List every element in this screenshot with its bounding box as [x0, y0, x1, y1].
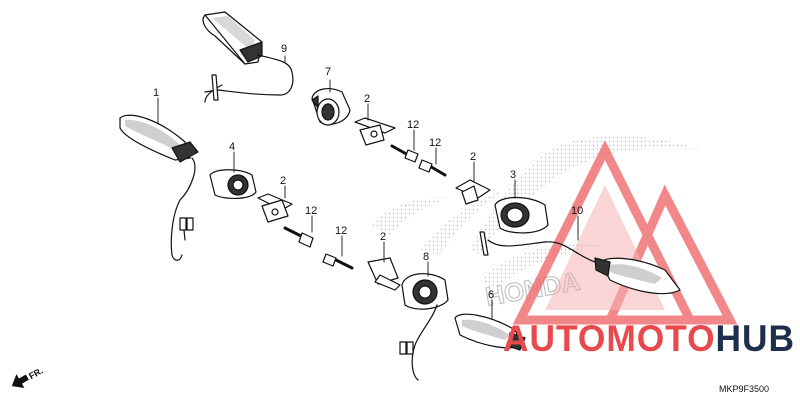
socket-8 — [399, 273, 449, 381]
label-part-1: 1 — [153, 87, 159, 99]
label-part-12a: 12 — [407, 119, 419, 131]
screw-12-d — [322, 253, 354, 270]
label-part-8: 8 — [423, 251, 429, 263]
socket-3 — [494, 196, 549, 234]
watermark-hub: HUB — [716, 318, 795, 359]
label-part-12d: 12 — [335, 225, 347, 237]
leader-lines — [157, 55, 579, 319]
socket-7 — [311, 88, 351, 126]
label-part-2b: 2 — [470, 151, 476, 163]
turn-signal-6 — [454, 313, 526, 351]
front-direction-marker: FR. — [11, 365, 45, 389]
turn-signal-1 — [119, 114, 199, 261]
direction-label: FR. — [27, 365, 45, 381]
label-part-12c: 12 — [305, 205, 317, 217]
watermark-moto: MOTO — [606, 318, 715, 359]
label-part-2d: 2 — [380, 231, 386, 243]
screw-12-b — [418, 159, 447, 177]
watermark-text: AUTOMOTOHUB — [503, 318, 795, 359]
label-part-3: 3 — [510, 169, 516, 181]
bracket-bolt-2-a — [354, 117, 396, 146]
svg-text:AUTOMOTOHUB: AUTOMOTOHUB — [503, 318, 795, 359]
label-part-9: 9 — [281, 43, 287, 55]
diagram-code: MKP9F3500 — [719, 384, 769, 394]
bracket-bolt-2-c — [257, 193, 293, 223]
screw-12-a — [390, 144, 419, 163]
label-part-7: 7 — [325, 66, 331, 78]
watermark-auto: AUTO — [503, 318, 606, 359]
socket-4 — [209, 169, 257, 199]
screw-12-c — [283, 226, 314, 248]
label-part-4: 4 — [229, 141, 235, 153]
label-part-6: 6 — [488, 289, 494, 301]
label-part-12b: 12 — [429, 137, 441, 149]
label-part-2a: 2 — [364, 93, 370, 105]
bracket-bolt-2-b — [455, 179, 491, 205]
label-part-2c: 2 — [280, 175, 286, 187]
arrow-left-icon — [11, 374, 29, 389]
part-labels: 1 2 2 2 2 3 4 6 7 8 9 10 12 12 12 12 — [153, 43, 583, 301]
label-part-10: 10 — [571, 205, 583, 217]
turn-signal-9 — [202, 11, 294, 103]
turn-signal-10 — [479, 231, 681, 295]
bracket-bolt-2-d — [367, 257, 401, 291]
